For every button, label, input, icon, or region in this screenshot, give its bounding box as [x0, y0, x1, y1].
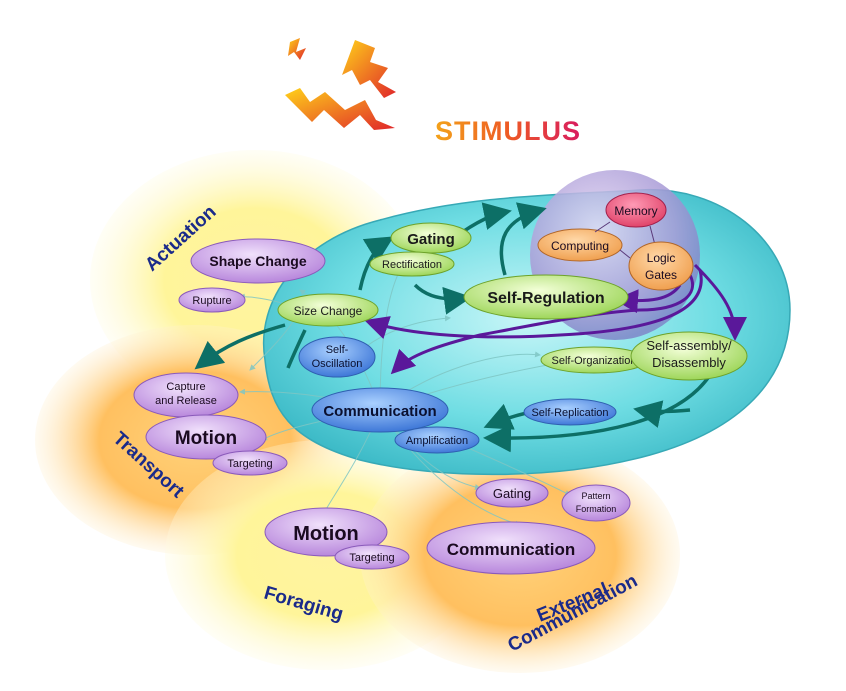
- amplification-node: [394, 426, 480, 454]
- targeting-transport-node: [212, 450, 288, 476]
- motion-foraging-label: Motion: [293, 523, 359, 545]
- logic-gates-node: [628, 241, 694, 291]
- shape-change-label: Shape Change: [209, 253, 306, 269]
- communication-external-label: Communication: [447, 540, 575, 559]
- size-change-node: [277, 293, 379, 327]
- self-replication-label: Self-Replication: [531, 407, 608, 419]
- rupture-label: Rupture: [192, 295, 231, 307]
- motion-transport-node: [145, 414, 267, 460]
- self-assembly-node: [630, 331, 748, 381]
- self-organization-label: Self-Organization: [552, 355, 637, 367]
- self-assembly-label-2: Disassembly: [652, 355, 726, 370]
- self-regulation-node: [463, 274, 629, 320]
- computing-label: Computing: [551, 239, 609, 253]
- cell-body: [262, 189, 791, 476]
- capture-release-label-1: Capture: [166, 381, 205, 393]
- rectification-node: [369, 251, 455, 277]
- stimulus-bolts-icon: [285, 38, 396, 130]
- self-oscillation-label-1: Self-: [326, 344, 349, 356]
- logic-gates-label-2: Gates: [645, 268, 677, 282]
- motion-foraging-node: [264, 507, 388, 557]
- pattern-formation-label-1: Pattern: [581, 491, 610, 501]
- capture-release-label-2: and Release: [155, 395, 217, 407]
- targeting-foraging-node: [334, 544, 410, 570]
- computing-node: [537, 228, 623, 262]
- self-assembly-label-1: Self-assembly/: [646, 338, 732, 353]
- communication-main-node: [311, 387, 449, 433]
- shape-change-node: [190, 238, 326, 284]
- rectification-label: Rectification: [382, 259, 442, 271]
- size-change-label: Size Change: [294, 304, 363, 318]
- self-replication-node: [523, 398, 617, 426]
- targeting-transport-label: Targeting: [227, 458, 272, 470]
- rupture-node: [178, 287, 246, 313]
- targeting-foraging-label: Targeting: [349, 552, 394, 564]
- self-regulation-label: Self-Regulation: [487, 290, 604, 307]
- communication-main-label: Communication: [323, 403, 436, 420]
- gating-bottom-node: [475, 478, 549, 508]
- communication-external-node: [426, 521, 596, 575]
- motion-transport-label: Motion: [175, 428, 237, 449]
- logic-gates-label-1: Logic: [647, 251, 676, 265]
- self-oscillation-node: [298, 336, 376, 378]
- gating-bottom-label: Gating: [493, 486, 531, 501]
- memory-label: Memory: [614, 204, 657, 218]
- nodes: Memory Computing Logic Gates Gating Rect…: [133, 192, 748, 575]
- memory-node: [605, 192, 667, 228]
- pattern-formation-node: [561, 484, 631, 522]
- amplification-label: Amplification: [406, 435, 468, 447]
- pattern-formation-label-2: Formation: [576, 504, 617, 514]
- stimulus-title: STIMULUS: [435, 116, 581, 146]
- self-oscillation-label-2: Oscillation: [312, 358, 363, 370]
- gating-top-label: Gating: [407, 231, 455, 248]
